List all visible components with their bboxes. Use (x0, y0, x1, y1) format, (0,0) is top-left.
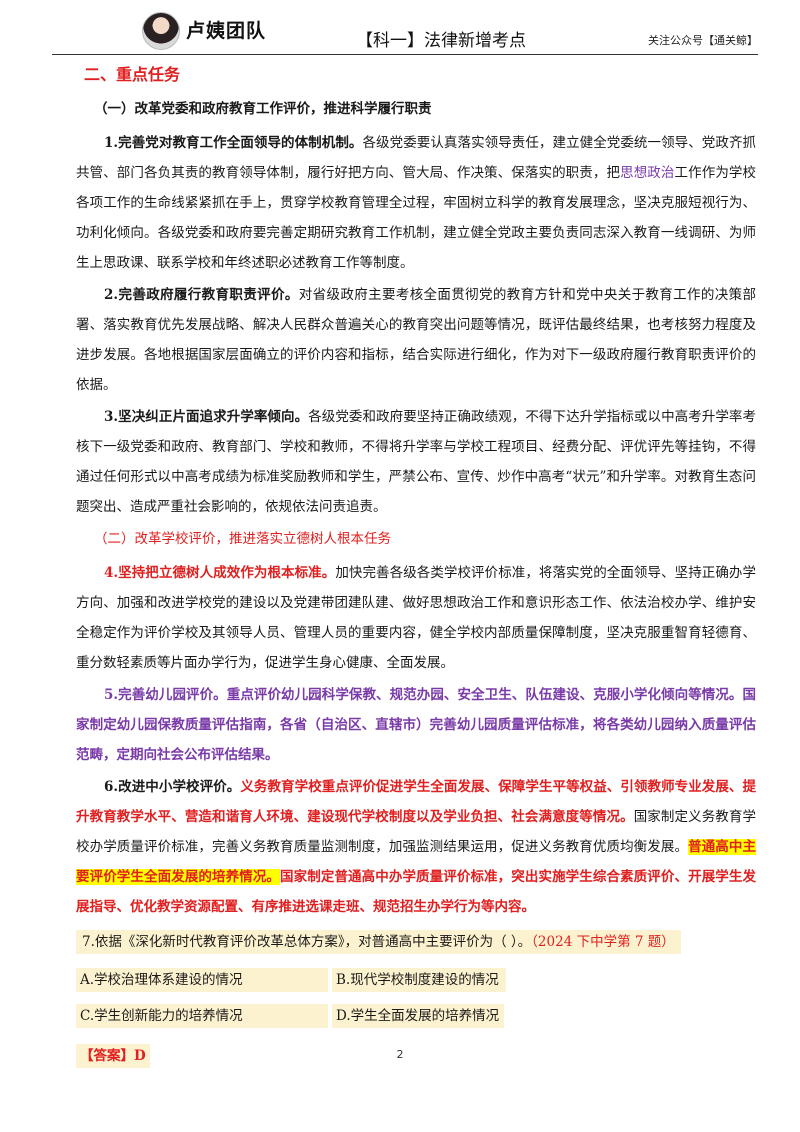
document-body: 二、重点任务 （一）改革党委和政府教育工作评价，推进科学履行职责 1.完善党对教… (76, 62, 756, 1068)
team-name: 卢姨团队 (186, 20, 267, 42)
paragraph-5: 5.完善幼儿园评价。重点评价幼儿园科学保教、规范办园、安全卫生、队伍建设、克服小… (76, 687, 756, 763)
answer: 【答案】D (76, 1044, 150, 1068)
option-b: B.现代学校制度建设的情况 (332, 968, 506, 992)
paragraph-1-text-a: 各级党委要认真落实领导责任，建立健全党委统一领导、党政齐抓共管、部门各负其责的教… (76, 135, 757, 181)
page-header: 卢姨团队 【科一】法律新增考点 关注公众号【通关鲸】 (52, 6, 758, 54)
follow-text: 关注公众号【通关鲸】 (648, 34, 758, 47)
option-c: C.学生创新能力的培养情况 (76, 1004, 328, 1028)
paragraph-1-text-b: 工作作为学校各项工作的生命线紧紧抓在手上，贯穿学校教育管理全过程，牢固树立科学的… (76, 165, 757, 271)
paragraph-3-lead: 3.坚决纠正片面追求升学率倾向。 (104, 409, 309, 425)
doc-title: 【科一】法律新增考点 (356, 31, 526, 51)
paragraph-2: 2.完善政府履行教育职责评价。对省级政府主要考核全面贯彻党的教育方针和党中央关于… (76, 280, 756, 400)
subsection-title-2: （二）改革学校评价，推进落实立德树人根本任务 (94, 531, 391, 547)
option-a: A.学校治理体系建设的情况 (76, 968, 328, 992)
subsection-title-1: （一）改革党委和政府教育工作评价，推进科学履行职责 (94, 101, 432, 117)
paragraph-1: 1.完善党对教育工作全面领导的体制机制。各级党委要认真落实领导责任，建立健全党委… (76, 128, 756, 278)
paragraph-1-emphasis: 思想政治 (620, 165, 675, 181)
paragraph-3: 3.坚决纠正片面追求升学率倾向。各级党委和政府要坚持正确政绩观，不得下达升学指标… (76, 402, 756, 522)
option-d: D.学生全面发展的培养情况 (332, 1004, 504, 1028)
paragraph-3-text: 各级党委和政府要坚持正确政绩观，不得下达升学指标或以中高考升学率考核下一级党委和… (76, 409, 757, 515)
paragraph-2-text: 对省级政府主要考核全面贯彻党的教育方针和党中央关于教育工作的决策部署、落实教育优… (76, 287, 757, 393)
paragraph-6-red-b: 国家制定普通高中办学质量评价标准，突出实施学生综合素质评价、开展学生发展指导、优… (76, 869, 756, 915)
paragraph-6-text: 国家制定义务教育学校办学质量评价标准，完善义务教育质量监测制度，加强监测结果运用… (76, 809, 757, 855)
paragraph-6-red-a: 义务教育学校重点评价促进学生全面发展、保障学生平等权益、引领教师专业发展、提升教… (76, 779, 757, 825)
header-divider (52, 54, 758, 55)
avatar (142, 12, 180, 50)
paragraph-4-text: 加快完善各级各类学校评价标准，将落实党的全面领导、坚持正确办学方向、加强和改进学… (76, 565, 757, 671)
paragraph-6-lead: 6.改进中小学校评价。 (104, 779, 241, 795)
page-number: 2 (396, 1048, 404, 1061)
paragraph-6: 6.改进中小学校评价。义务教育学校重点评价促进学生全面发展、保障学生平等权益、引… (76, 772, 757, 922)
question-source: （2024 下中学第 7 题） (531, 934, 675, 950)
paragraph-4-lead: 4.坚持把立德树人成效作为根本标准。 (104, 565, 336, 581)
section-title: 二、重点任务 (84, 65, 181, 84)
paragraph-1-lead: 1.完善党对教育工作全面领导的体制机制。 (104, 135, 363, 151)
question-stem: 7.依据《深化新时代教育评价改革总体方案》，对普通高中主要评价为（ ）。（202… (76, 930, 681, 954)
paragraph-4: 4.坚持把立德树人成效作为根本标准。加快完善各级各类学校评价标准，将落实党的全面… (76, 558, 756, 678)
question-text: 7.依据《深化新时代教育评价改革总体方案》，对普通高中主要评价为（ ）。 (82, 934, 532, 950)
paragraph-2-lead: 2.完善政府履行教育职责评价。 (104, 287, 299, 303)
